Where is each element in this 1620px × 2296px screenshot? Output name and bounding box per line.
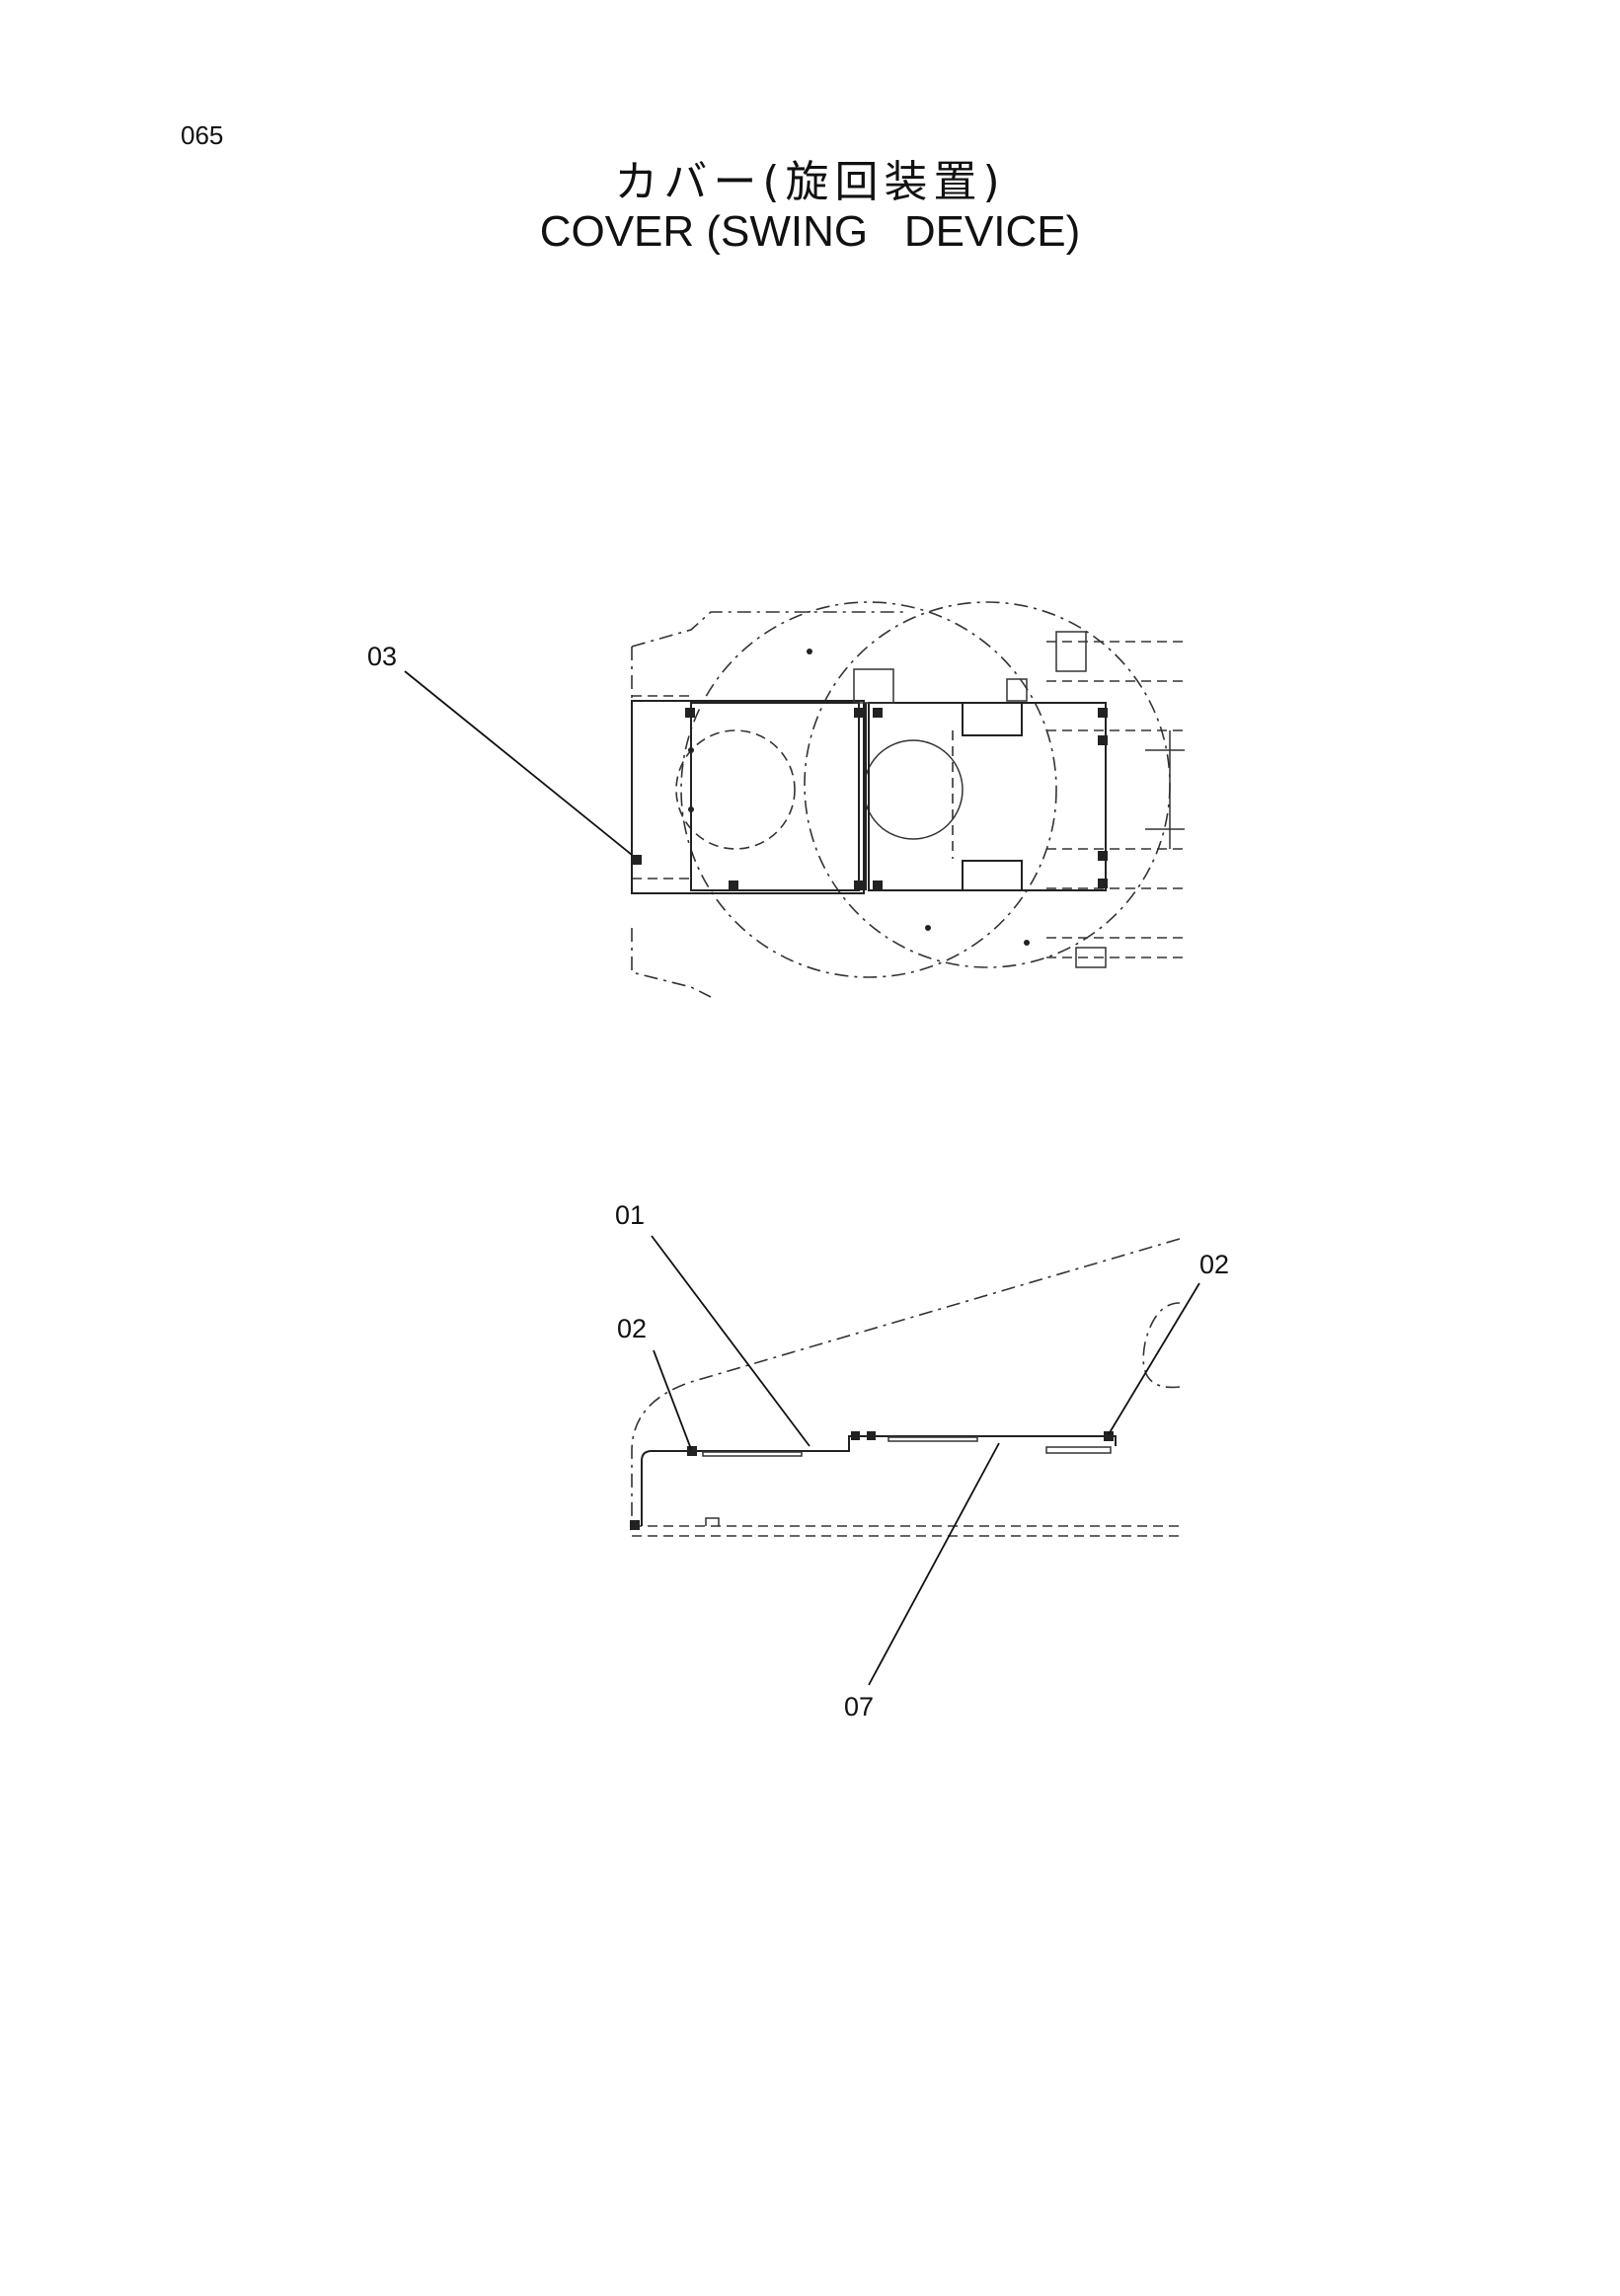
side-view-drawing: [630, 1238, 1181, 1537]
leader-line-03: [404, 670, 633, 856]
title-japanese: カバー(旋回装置): [614, 157, 1006, 207]
top-view-drawing: [631, 601, 1185, 998]
page-number: 065: [181, 120, 224, 150]
leader-line-02-left: [653, 1349, 692, 1450]
leader-line-01: [651, 1235, 810, 1447]
leader-line-02-right: [1108, 1282, 1200, 1435]
callout-02-right: 02: [1199, 1250, 1229, 1279]
callout-03: 03: [367, 642, 397, 671]
leader-line-07: [868, 1442, 1000, 1686]
callout-02-left: 02: [617, 1314, 647, 1343]
title-english: COVER (SWING DEVICE): [539, 207, 1081, 256]
callout-07: 07: [844, 1692, 874, 1722]
callout-01: 01: [615, 1200, 645, 1230]
